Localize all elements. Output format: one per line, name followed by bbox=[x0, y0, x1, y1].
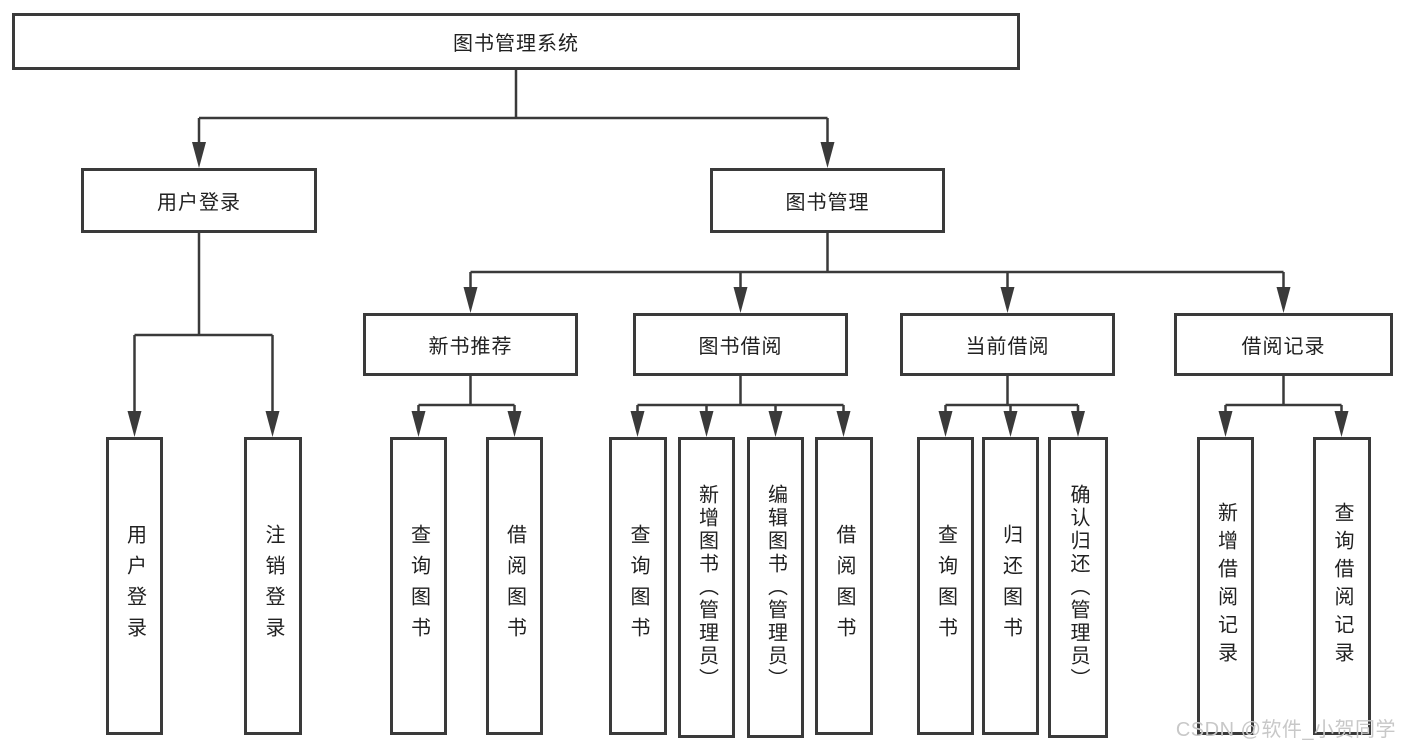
leaf-query-books-current: 查询图书 bbox=[917, 437, 974, 735]
leaf-label: 借阅图书 bbox=[833, 524, 855, 648]
arrowhead-icons bbox=[127, 142, 1349, 437]
leaf-add-borrow-record: 新增借阅记录 bbox=[1197, 437, 1254, 735]
leaf-label: 查询借阅记录 bbox=[1331, 502, 1353, 670]
leaf-label: 新增借阅记录 bbox=[1214, 502, 1237, 670]
tree-edges bbox=[133, 70, 1343, 415]
leaf-borrow-books-borrowing: 借阅图书 bbox=[815, 437, 873, 735]
node-library-management-system: 图书管理系统 bbox=[12, 13, 1020, 70]
leaf-return-book: 归还图书 bbox=[982, 437, 1039, 735]
node-new-book-recommendation: 新书推荐 bbox=[363, 313, 578, 376]
leaf-borrow-books-recommend: 借阅图书 bbox=[486, 437, 543, 735]
leaf-edit-book-admin: 编辑图书（管理员） bbox=[747, 437, 804, 738]
leaf-label: 归还图书 bbox=[999, 524, 1022, 648]
node-borrowing-records: 借阅记录 bbox=[1174, 313, 1393, 376]
node-user-login: 用户登录 bbox=[81, 168, 317, 233]
leaf-label: 注销登录 bbox=[262, 524, 284, 648]
node-book-management: 图书管理 bbox=[710, 168, 945, 233]
node-label: 借阅记录 bbox=[1241, 336, 1326, 358]
leaf-label: 确认归还（管理员） bbox=[1067, 484, 1089, 691]
watermark: CSDN @软件_小贺同学 bbox=[1175, 719, 1396, 741]
node-label: 图书管理 bbox=[785, 192, 870, 214]
leaf-user-login: 用户登录 bbox=[106, 437, 163, 735]
leaf-query-books-recommend: 查询图书 bbox=[390, 437, 447, 735]
leaf-label: 查询图书 bbox=[934, 524, 957, 648]
leaf-label: 查询图书 bbox=[407, 524, 430, 648]
leaf-confirm-return-admin: 确认归还（管理员） bbox=[1048, 437, 1108, 738]
node-book-borrowing: 图书借阅 bbox=[633, 313, 848, 376]
leaf-label: 查询图书 bbox=[627, 524, 649, 648]
node-label: 图书管理系统 bbox=[453, 33, 579, 55]
node-label: 当前借阅 bbox=[965, 336, 1050, 358]
node-label: 用户登录 bbox=[157, 192, 241, 214]
node-current-borrowing: 当前借阅 bbox=[900, 313, 1115, 376]
leaf-label: 编辑图书（管理员） bbox=[764, 484, 787, 691]
node-label: 图书借阅 bbox=[698, 336, 783, 358]
leaf-query-borrow-record: 查询借阅记录 bbox=[1313, 437, 1371, 735]
leaf-query-books-borrowing: 查询图书 bbox=[609, 437, 667, 735]
leaf-label: 新增图书（管理员） bbox=[695, 484, 718, 691]
leaf-label: 借阅图书 bbox=[503, 524, 526, 648]
leaf-label: 用户登录 bbox=[123, 524, 146, 648]
leaf-add-book-admin: 新增图书（管理员） bbox=[678, 437, 735, 738]
node-label: 新书推荐 bbox=[428, 336, 513, 358]
leaf-logout: 注销登录 bbox=[244, 437, 302, 735]
